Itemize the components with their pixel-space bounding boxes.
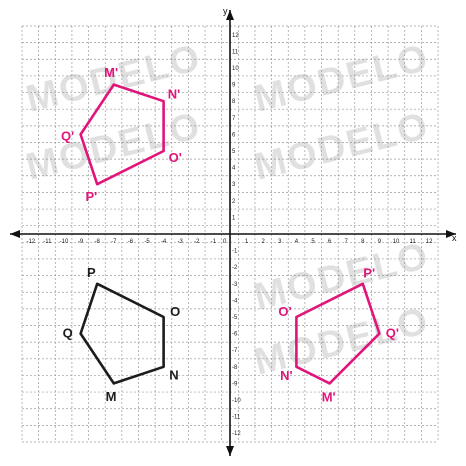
x-tick-label: -5: [144, 239, 150, 245]
vertex-label: O': [169, 150, 182, 165]
y-tick-label: -2: [232, 265, 238, 271]
x-tick-label: -1: [211, 239, 217, 245]
x-tick-label: -8: [95, 239, 101, 245]
x-axis-label: x: [452, 233, 457, 243]
y-tick-label: 4: [232, 166, 236, 172]
y-tick-label: -12: [232, 431, 241, 437]
y-tick-label: 9: [232, 83, 236, 89]
x-tick-label: 3: [278, 239, 282, 245]
x-tick-label: -11: [43, 239, 52, 245]
vertex-label: M': [322, 389, 336, 404]
vertex-label: P': [86, 189, 98, 204]
y-tick-label: 12: [232, 33, 239, 39]
y-tick-label: -7: [232, 348, 238, 354]
pentagon-original: [79, 282, 165, 385]
y-axis-arrow-bottom: [226, 446, 234, 456]
pentagon-image-q4: [295, 282, 381, 385]
x-tick-label: 4: [295, 239, 299, 245]
y-tick-label: 7: [232, 116, 236, 122]
x-tick-label: -6: [128, 239, 134, 245]
x-tick-label: 5: [311, 239, 315, 245]
y-tick-label: -11: [232, 415, 241, 421]
vertex-label: P': [363, 265, 375, 280]
vertex-label: O': [278, 304, 291, 319]
y-tick-label: 8: [232, 99, 236, 105]
vertex-label: N: [169, 368, 178, 383]
vertex-label: N': [168, 86, 180, 101]
y-tick-label: 5: [232, 149, 236, 155]
x-tick-label: 8: [361, 239, 365, 245]
x-axis-arrow-left: [10, 230, 20, 238]
y-axis-arrow-top: [226, 10, 234, 20]
x-axis-arrow-right: [446, 230, 456, 238]
vertex-label: Q': [386, 326, 399, 341]
pentagon-image-q2: [79, 83, 165, 186]
x-tick-label: -4: [161, 239, 167, 245]
x-tick-label: 7: [345, 239, 349, 245]
y-tick-label: 6: [232, 132, 236, 138]
x-tick-label: -3: [178, 239, 184, 245]
vertex-label: N': [280, 368, 292, 383]
y-tick-label: 2: [232, 199, 236, 205]
axes: xy: [10, 6, 457, 456]
x-tick-label: 2: [262, 239, 266, 245]
x-tick-label: 10: [393, 239, 400, 245]
x-tick-label: 12: [426, 239, 433, 245]
tick-label-origin: 0: [223, 239, 227, 245]
x-tick-label: 11: [409, 239, 416, 245]
vertex-label: O: [170, 304, 180, 319]
x-tick-label: -7: [111, 239, 117, 245]
vertex-label: M': [104, 65, 118, 80]
polygons: P O N M Q M' N' O' P' Q' P' Q' M' N' O': [61, 65, 399, 404]
x-tick-label: -9: [78, 239, 84, 245]
x-tick-label: 1: [245, 239, 249, 245]
y-tick-label: 1: [232, 215, 236, 221]
x-tick-label: -10: [60, 239, 69, 245]
y-tick-label: 10: [232, 66, 239, 72]
polygon-image-q2: M' N' O' P' Q': [61, 65, 182, 204]
y-tick-label: 3: [232, 182, 236, 188]
watermark-text: MODELO: [250, 105, 434, 189]
x-tick-label: -12: [26, 239, 35, 245]
y-axis-label: y: [223, 6, 228, 16]
vertex-label: Q': [61, 128, 74, 143]
y-tick-label: -1: [232, 249, 238, 255]
y-tick-label: -6: [232, 332, 238, 338]
y-tick-label: -9: [232, 381, 238, 387]
y-tick-label: -3: [232, 282, 238, 288]
x-tick-label: 9: [378, 239, 382, 245]
vertex-label: P: [87, 265, 96, 280]
tick-labels: -12-12-11-11-10-10-9-9-8-8-7-7-6-6-5-5-4…: [26, 33, 433, 437]
polygon-image-q4: P' Q' M' N' O': [278, 265, 399, 404]
x-tick-label: 6: [328, 239, 332, 245]
y-tick-label: -8: [232, 365, 238, 371]
y-tick-label: 11: [232, 49, 239, 55]
vertex-label: Q: [63, 326, 73, 341]
y-tick-label: -5: [232, 315, 238, 321]
y-tick-label: -10: [232, 398, 241, 404]
vertex-label: M: [106, 389, 117, 404]
y-tick-label: -4: [232, 298, 238, 304]
polygon-original: P O N M Q: [63, 265, 181, 404]
x-tick-label: -2: [194, 239, 200, 245]
